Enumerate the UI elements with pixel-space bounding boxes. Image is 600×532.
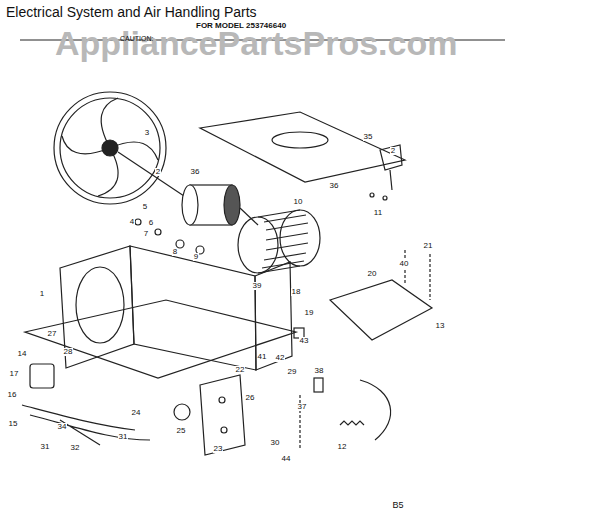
base-pan [25, 300, 296, 378]
callout-number: 30 [270, 439, 281, 447]
callout-number: 15 [8, 420, 19, 428]
callout-number: 8 [172, 248, 178, 256]
callout-number: 34 [57, 423, 68, 431]
callout-number: 17 [9, 370, 20, 378]
callout-number: 20 [367, 270, 378, 278]
callout-number: 28 [63, 348, 74, 356]
model-subtitle: FOR MODEL 253746640 [196, 22, 286, 30]
callout-number: 2 [390, 147, 396, 155]
callout-number: 10 [293, 198, 304, 206]
callout-number: 18 [291, 288, 302, 296]
callout-number: 19 [304, 309, 315, 317]
page-number: B5 [392, 501, 403, 510]
callout-number: 1 [39, 290, 45, 298]
callout-number: 27 [47, 330, 58, 338]
callout-number: 36 [190, 168, 201, 176]
thermostat-coil [340, 421, 364, 425]
callout-number: 39 [252, 282, 263, 290]
top-cover [200, 112, 405, 182]
callout-number: 24 [131, 409, 142, 417]
callout-number: 32 [70, 444, 81, 452]
callout-number: 42 [275, 354, 286, 362]
relay [314, 378, 323, 392]
knob [174, 404, 190, 420]
callout-number: 7 [143, 230, 149, 238]
fan-blade [54, 92, 166, 204]
callout-number: 14 [17, 350, 28, 358]
callout-number: 4 [129, 218, 135, 226]
callout-number: 35 [363, 133, 374, 141]
sensing-bulb [360, 380, 391, 440]
shroud [60, 246, 134, 368]
side-panel [255, 262, 292, 370]
callout-number: 9 [193, 253, 199, 261]
callout-number: 13 [435, 322, 446, 330]
callout-number: 43 [299, 337, 310, 345]
callout-number: 2 [155, 168, 161, 176]
callout-number: 44 [281, 455, 292, 463]
diagram-title: Electrical System and Air Handling Parts [6, 5, 257, 19]
callout-number: 38 [314, 367, 325, 375]
control-cover [330, 280, 432, 340]
callout-number: 23 [213, 445, 224, 453]
callout-number: 22 [235, 366, 246, 374]
callout-number: 40 [399, 260, 410, 268]
motor [118, 152, 258, 225]
callout-number: 41 [257, 353, 268, 361]
watermark: AppliancePartsPros.com [55, 26, 457, 60]
callout-number: 6 [148, 219, 154, 227]
caution-note: CAUTION: [120, 35, 153, 42]
wire-harness [22, 405, 150, 445]
callout-number: 21 [423, 242, 434, 250]
blower-wheel [238, 210, 320, 273]
callout-number: 37 [297, 403, 308, 411]
callout-number: 12 [337, 443, 348, 451]
callout-number: 3 [144, 129, 150, 137]
callout-number: 16 [7, 391, 18, 399]
callout-number: 11 [373, 209, 383, 217]
callout-number: 5 [142, 203, 148, 211]
capacitor [30, 364, 54, 388]
control-panel [200, 375, 245, 455]
callout-number: 25 [176, 427, 187, 435]
callout-number: 26 [245, 394, 256, 402]
callout-number: 31 [40, 443, 51, 451]
hardware [135, 145, 402, 254]
cover-cutout [272, 132, 328, 148]
callout-number: 36 [329, 182, 340, 190]
callout-number: 31 [118, 433, 129, 441]
callout-number: 29 [287, 368, 298, 376]
